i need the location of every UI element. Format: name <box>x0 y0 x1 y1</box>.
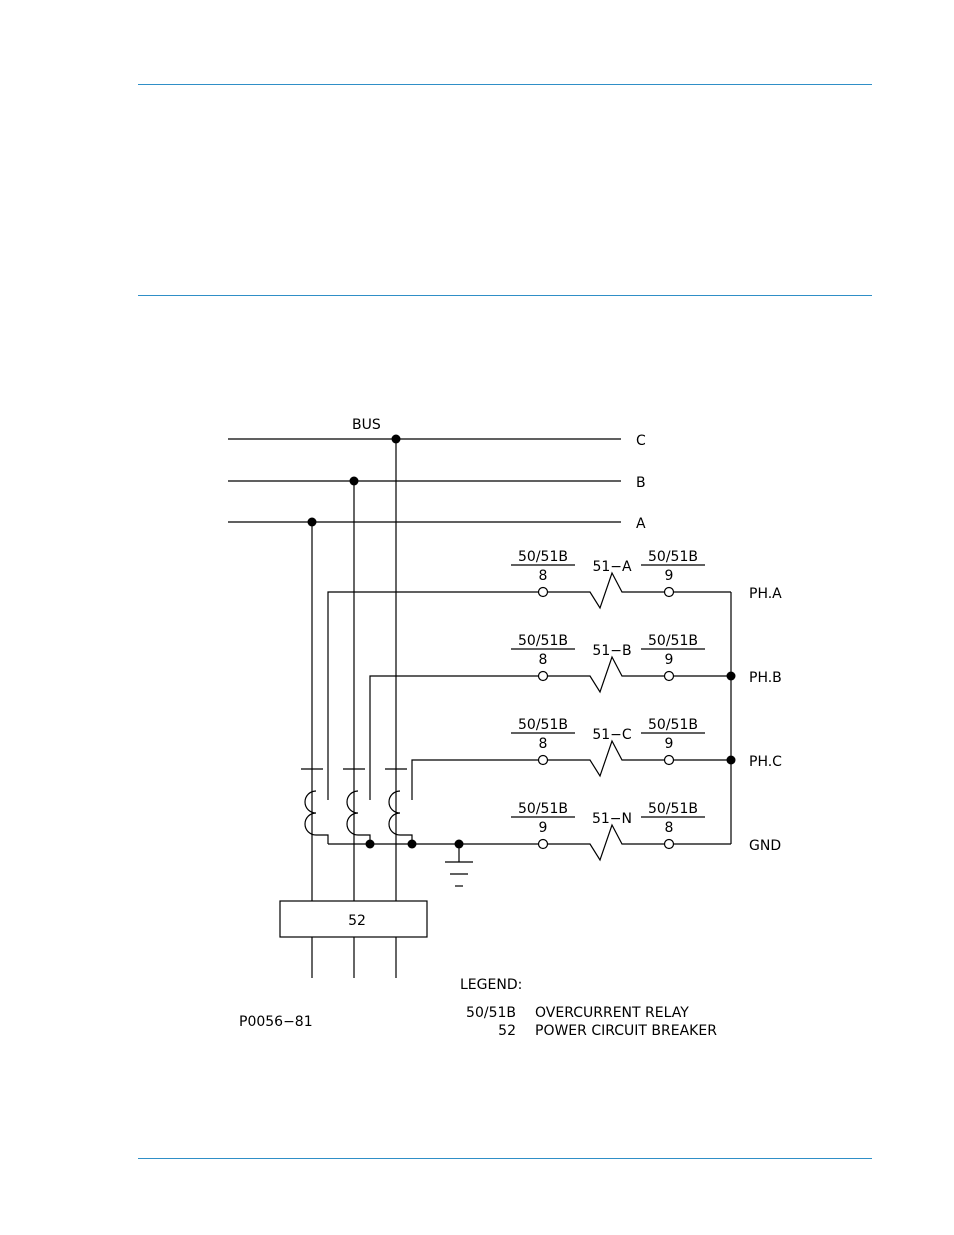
relay-c-output-label: PH.C <box>749 754 782 770</box>
footer-rule <box>138 1158 872 1159</box>
relay-a-output-label: PH.A <box>749 586 782 602</box>
relay-n-left-top-label: 50/51B <box>518 801 568 817</box>
relay-b-right-terminal <box>663 670 675 682</box>
relay-a-right-terminal <box>663 586 675 598</box>
relay-n-right-terminal <box>663 838 675 850</box>
neutral-junction-b <box>365 839 375 849</box>
relay-n-name: 51−N <box>592 811 632 827</box>
relay-c-left-bottom-label: 8 <box>539 736 548 752</box>
bus-label: BUS <box>352 417 381 433</box>
relay-c-coil <box>547 739 665 778</box>
legend-code-2: 52 <box>498 1023 516 1039</box>
relay-a-coil <box>547 571 665 610</box>
relay-51-a: 50/51B 8 51−A 50/51B 9 PH.A <box>511 549 782 610</box>
relay-a-left-terminal <box>537 586 549 598</box>
ct-lead-a <box>327 591 543 800</box>
relay-c-right-terminal <box>663 754 675 766</box>
relay-n-left-terminal <box>537 838 549 850</box>
header-rule-bottom <box>138 295 872 296</box>
neutral-junction-c <box>407 839 417 849</box>
relay-a-name: 51−A <box>592 559 632 575</box>
ct-coil-a <box>304 790 329 844</box>
ct-lead-c <box>411 759 543 800</box>
relay-b-output-label: PH.B <box>749 670 782 686</box>
relay-c-left-top-label: 50/51B <box>518 717 568 733</box>
relay-a-left-bottom-label: 8 <box>539 568 548 584</box>
legend-desc-1: OVERCURRENT RELAY <box>535 1005 689 1021</box>
ct-coil-b <box>346 790 371 844</box>
relay-b-name: 51−B <box>592 643 631 659</box>
legend-title: LEGEND: <box>460 977 522 993</box>
relay-n-output-label: GND <box>749 838 781 854</box>
relay-c-left-terminal <box>537 754 549 766</box>
bus-phase-label-a: A <box>636 516 646 532</box>
header-rule-top <box>138 84 872 85</box>
relay-51-c: 50/51B 8 51−C 50/51B 9 PH.C <box>511 717 782 778</box>
legend-code-1: 50/51B <box>466 1005 516 1021</box>
breaker-52-box <box>279 900 428 938</box>
breaker-52-label: 52 <box>348 913 366 929</box>
bus-phase-label-c: C <box>636 433 646 449</box>
relay-n-right-bottom-label: 8 <box>665 820 674 836</box>
relay-b-left-top-label: 50/51B <box>518 633 568 649</box>
common-junction-c <box>726 755 736 765</box>
relay-n-coil <box>547 823 665 862</box>
relay-n-left-bottom-label: 9 <box>539 820 548 836</box>
bus-phase-label-b: B <box>636 475 646 491</box>
relay-b-coil <box>547 655 665 694</box>
bus-junction-a <box>307 517 317 527</box>
relay-51-b: 50/51B 8 51−B 50/51B 9 PH.B <box>511 633 782 694</box>
relay-a-right-top-label: 50/51B <box>648 549 698 565</box>
common-junction-b <box>726 671 736 681</box>
drawing-number: P0056−81 <box>239 1014 313 1030</box>
relay-b-left-bottom-label: 8 <box>539 652 548 668</box>
legend-desc-2: POWER CIRCUIT BREAKER <box>535 1023 717 1039</box>
relay-c-right-top-label: 50/51B <box>648 717 698 733</box>
ct-lead-b <box>369 675 543 800</box>
relay-c-right-bottom-label: 9 <box>665 736 674 752</box>
relay-a-left-top-label: 50/51B <box>518 549 568 565</box>
relay-n-right-top-label: 50/51B <box>648 801 698 817</box>
relay-a-right-bottom-label: 9 <box>665 568 674 584</box>
relay-b-left-terminal <box>537 670 549 682</box>
relay-51-n: 50/51B 9 51−N 50/51B 8 GND <box>511 801 781 862</box>
ct-coil-c <box>388 790 413 844</box>
bus-junction-c <box>391 434 401 444</box>
bus-junction-b <box>349 476 359 486</box>
relay-c-name: 51−C <box>592 727 632 743</box>
relay-b-right-top-label: 50/51B <box>648 633 698 649</box>
relay-b-right-bottom-label: 9 <box>665 652 674 668</box>
